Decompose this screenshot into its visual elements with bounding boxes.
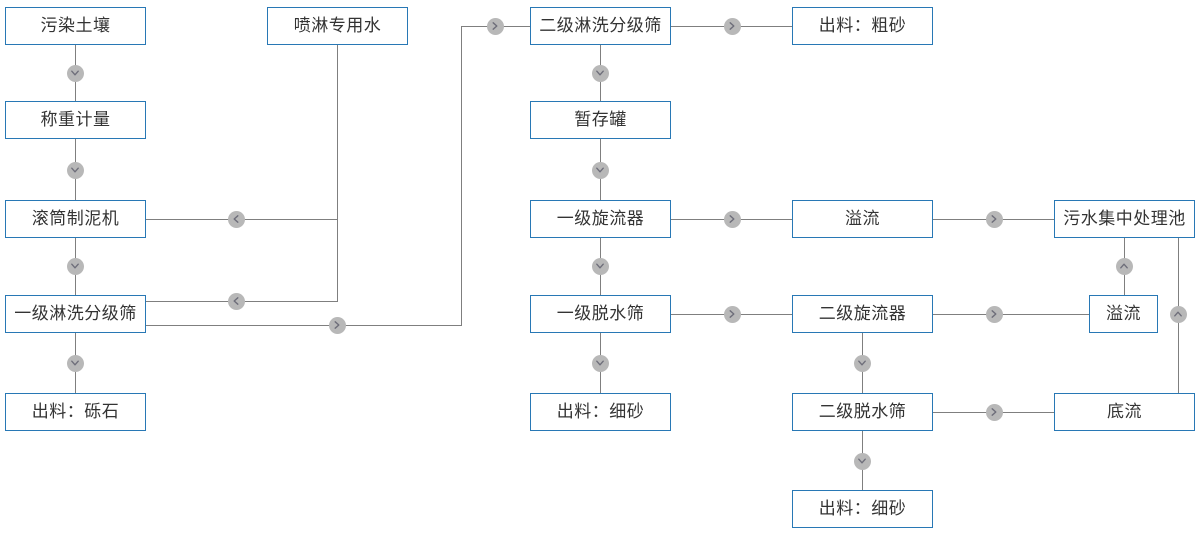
node-output-fine-sand-2[interactable]: 出料：细砂 bbox=[792, 490, 933, 528]
edge-spray-water-to-wash-screen-1 bbox=[337, 219, 338, 301]
node-overflow-1[interactable]: 溢流 bbox=[792, 200, 933, 238]
node-dewater-screen-1[interactable]: 一级脱水筛 bbox=[530, 295, 671, 333]
edge-cyclone-2-to-overflow-2 bbox=[933, 314, 1090, 315]
node-label: 底流 bbox=[1107, 401, 1142, 422]
node-overflow-2[interactable]: 溢流 bbox=[1089, 295, 1158, 333]
chevron-down-icon bbox=[591, 64, 609, 82]
node-output-fine-sand-1[interactable]: 出料：细砂 bbox=[530, 393, 671, 431]
node-label: 出料：粗砂 bbox=[818, 15, 907, 36]
chevron-up-icon bbox=[1169, 305, 1187, 323]
node-dewater-screen-2[interactable]: 二级脱水筛 bbox=[792, 393, 933, 431]
chevron-down-icon bbox=[853, 452, 871, 470]
chevron-right-icon bbox=[723, 210, 741, 228]
chevron-left-icon bbox=[227, 292, 245, 310]
node-label: 称重计量 bbox=[40, 109, 111, 130]
chevron-up-icon bbox=[1115, 257, 1133, 275]
chevron-right-icon bbox=[328, 316, 346, 334]
chevron-right-icon bbox=[985, 210, 1003, 228]
chevron-down-icon bbox=[66, 64, 84, 82]
node-label: 二级旋流器 bbox=[818, 303, 907, 324]
node-underflow[interactable]: 底流 bbox=[1054, 393, 1195, 431]
node-label: 出料：细砂 bbox=[556, 401, 645, 422]
node-label: 喷淋专用水 bbox=[293, 15, 382, 36]
chevron-down-icon bbox=[591, 161, 609, 179]
node-cyclone-1[interactable]: 一级旋流器 bbox=[530, 200, 671, 238]
edge-wash-screen-1-to-wash-screen-2 bbox=[146, 325, 462, 326]
node-output-gravel[interactable]: 出料：砾石 bbox=[5, 393, 146, 431]
node-label: 二级淋洗分级筛 bbox=[539, 15, 662, 36]
node-wash-screen-1[interactable]: 一级淋洗分级筛 bbox=[5, 295, 146, 333]
chevron-down-icon bbox=[853, 354, 871, 372]
node-polluted-soil[interactable]: 污染土壤 bbox=[5, 7, 146, 45]
chevron-down-icon bbox=[591, 354, 609, 372]
edge-spray-water-to-drum-mud-machine bbox=[337, 45, 338, 219]
node-label: 溢流 bbox=[1106, 303, 1141, 324]
chevron-right-icon bbox=[985, 305, 1003, 323]
chevron-down-icon bbox=[591, 257, 609, 275]
node-label: 污染土壤 bbox=[40, 15, 111, 36]
chevron-right-icon bbox=[723, 17, 741, 35]
node-label: 一级旋流器 bbox=[556, 208, 645, 229]
node-label: 暂存罐 bbox=[574, 109, 627, 130]
edge-wash-screen-1-to-wash-screen-2 bbox=[461, 26, 462, 326]
chevron-right-icon bbox=[985, 403, 1003, 421]
node-wash-screen-2[interactable]: 二级淋洗分级筛 bbox=[530, 7, 671, 45]
chevron-down-icon bbox=[66, 257, 84, 275]
node-wastewater-pool[interactable]: 污水集中处理池 bbox=[1054, 200, 1195, 238]
node-label: 出料：砾石 bbox=[31, 401, 120, 422]
node-drum-mud-machine[interactable]: 滚筒制泥机 bbox=[5, 200, 146, 238]
node-weighing[interactable]: 称重计量 bbox=[5, 101, 146, 139]
node-cyclone-2[interactable]: 二级旋流器 bbox=[792, 295, 933, 333]
node-label: 溢流 bbox=[845, 208, 880, 229]
chevron-right-icon bbox=[486, 17, 504, 35]
node-label: 出料：细砂 bbox=[818, 498, 907, 519]
chevron-right-icon bbox=[723, 305, 741, 323]
node-label: 一级脱水筛 bbox=[556, 303, 645, 324]
chevron-down-icon bbox=[66, 354, 84, 372]
node-buffer-tank[interactable]: 暂存罐 bbox=[530, 101, 671, 139]
node-label: 二级脱水筛 bbox=[818, 401, 907, 422]
chevron-left-icon bbox=[227, 210, 245, 228]
node-output-coarse-sand[interactable]: 出料：粗砂 bbox=[792, 7, 933, 45]
node-label: 一级淋洗分级筛 bbox=[14, 303, 137, 324]
node-label: 污水集中处理池 bbox=[1063, 208, 1186, 229]
chevron-down-icon bbox=[66, 161, 84, 179]
node-label: 滚筒制泥机 bbox=[31, 208, 120, 229]
node-spray-water[interactable]: 喷淋专用水 bbox=[267, 7, 408, 45]
